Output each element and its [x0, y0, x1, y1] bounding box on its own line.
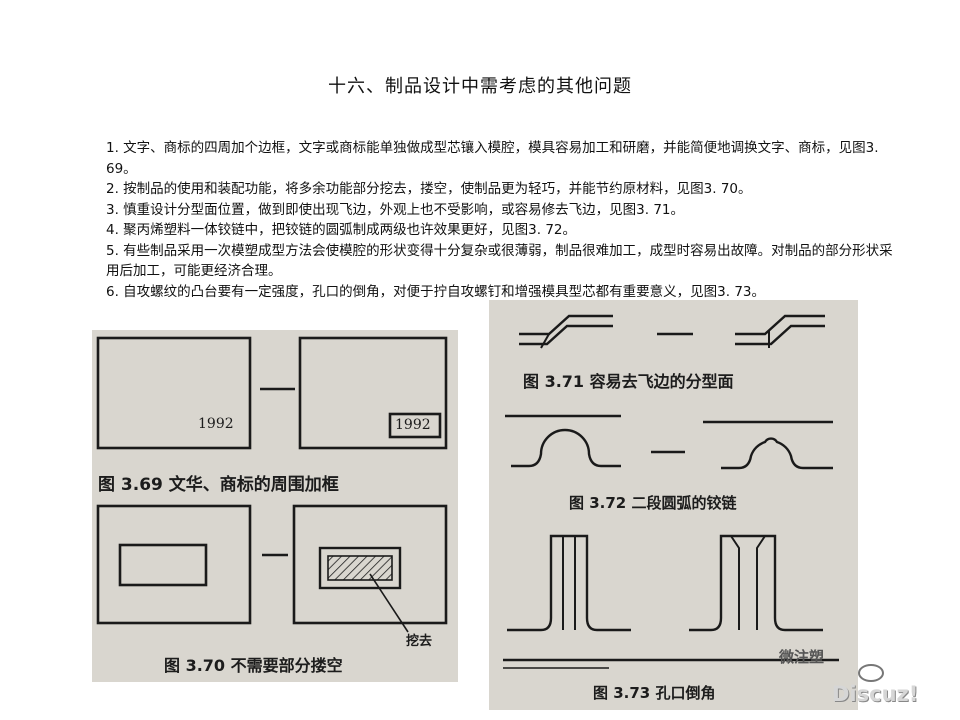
caption-fig-3-71: 图 3.71 容易去飞边的分型面: [523, 372, 734, 391]
paragraph-2: 2. 按制品的使用和装配功能，将多余功能部分挖去，搂空，使制品更为轻巧，并能节约…: [106, 181, 752, 197]
paragraph-4: 4. 聚丙烯塑料一体铰链中，把铰链的圆弧制成两级也许效果更好，见图3. 72。: [106, 222, 577, 238]
paragraph-5: 5. 有些制品采用一次模塑成型方法会使模腔的形状变得十分复杂或很薄弱，制品很难加…: [106, 242, 893, 280]
figure-panel-3-71-3-72: 图 3.71 容易去飞边的分型面 图 3.72 二段圆弧的铰链: [489, 300, 858, 522]
solid-part-inner: [118, 543, 208, 587]
paragraph-6: 6. 自攻螺纹的凸台要有一定强度，孔口的倒角，对便于拧自攻螺钉和增强模具型芯都有…: [106, 283, 766, 300]
parting-after-bottom: [735, 324, 825, 346]
figure-3-69-3-70-drawing: [96, 336, 448, 633]
watermark-logo-text: Discuz!: [832, 682, 919, 706]
hatched-region: [327, 555, 393, 581]
framed-part-outline: [298, 336, 448, 450]
chamfer-right: [756, 535, 766, 630]
page-title: 十六、制品设计中需考虑的其他问题: [328, 76, 632, 97]
callout-label: 挖去: [406, 634, 433, 649]
figure-panel-3-69-3-70: 1992 1992 图 3.69 文华、商标的周围加框 挖去 图 3.70 不需…: [92, 330, 458, 682]
caption-fig-3-69: 图 3.69 文华、商标的周围加框: [98, 475, 339, 495]
parting-before-top: [519, 314, 613, 336]
hollowed-part-outline: [292, 504, 448, 625]
caption-fig-3-73: 图 3.73 孔口倒角: [593, 684, 716, 702]
single-arc-hinge: [511, 428, 621, 468]
caption-fig-3-72: 图 3.72 二段圆弧的铰链: [569, 494, 737, 512]
hollowed-part-inner: [318, 546, 402, 590]
solid-part-outline: [96, 504, 252, 625]
boss-chamfered-outline: [689, 534, 823, 632]
body-text: 1. 文字、商标的四周加个边框，文字或商标能单独做成型芯镶入模腔，模具容易加工和…: [106, 138, 906, 302]
paragraph-3: 3. 慎重设计分型面位置，做到即使出现飞边，外观上也不受影响，或容易修去飞边，见…: [106, 201, 685, 218]
callout-leader: [369, 573, 409, 633]
paragraph-1: 1. 文字、商标的四周加个边框，文字或商标能单独做成型芯镶入模腔，模具容易加工和…: [106, 140, 879, 177]
figure-3-71-3-72-drawing: [505, 314, 833, 470]
chat-bubble-icon: [858, 664, 884, 682]
figure-3-73-drawing: [503, 534, 839, 669]
figure-panel-3-73: 图 3.73 孔口倒角 微注塑: [489, 522, 858, 710]
label-1992-right: 1992: [395, 417, 431, 433]
boss-plain-outline: [507, 534, 631, 632]
chamfer-left: [730, 535, 740, 630]
parting-before-bottom: [519, 324, 613, 346]
watermark-text: 微注塑: [779, 648, 825, 666]
plain-part-outline: [96, 336, 252, 450]
caption-fig-3-70: 图 3.70 不需要部分搂空: [164, 656, 343, 675]
parting-after-top: [735, 314, 825, 336]
label-frame: [388, 412, 442, 439]
label-1992-left: 1992: [198, 416, 234, 432]
parting-line: [540, 333, 550, 349]
double-arc-hinge: [721, 437, 833, 470]
